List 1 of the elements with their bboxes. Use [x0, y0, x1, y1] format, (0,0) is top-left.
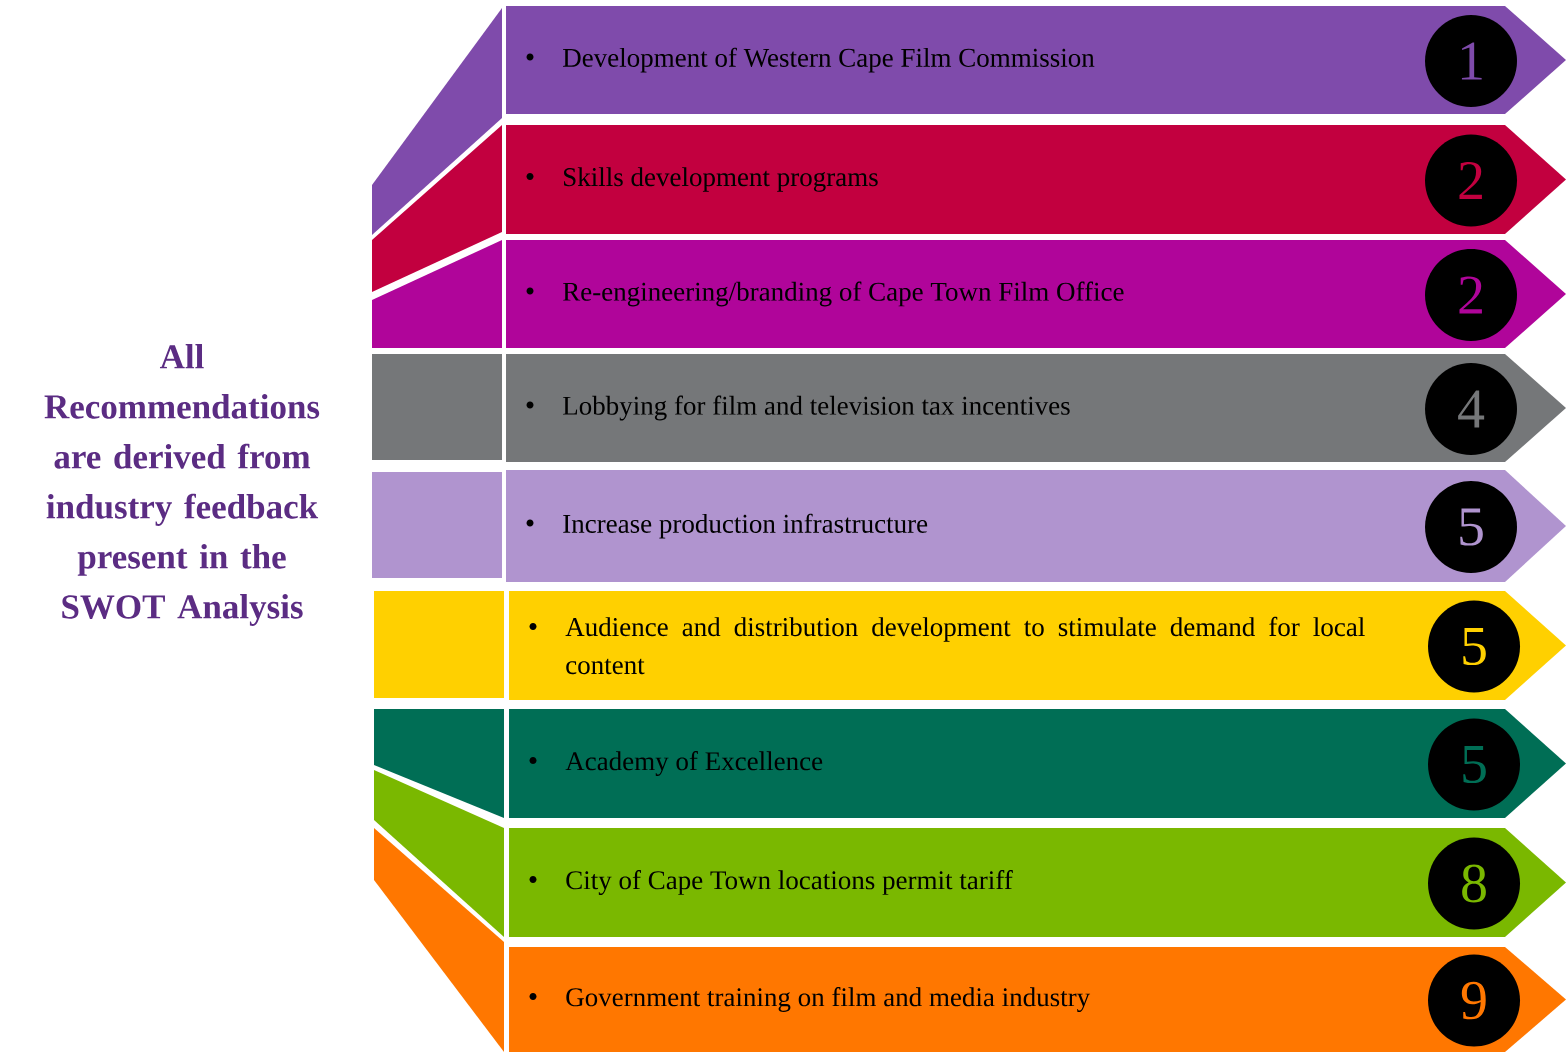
summary-text: All Recommendations are derived from industry feedback present in the SWOT Analysis	[44, 344, 320, 626]
